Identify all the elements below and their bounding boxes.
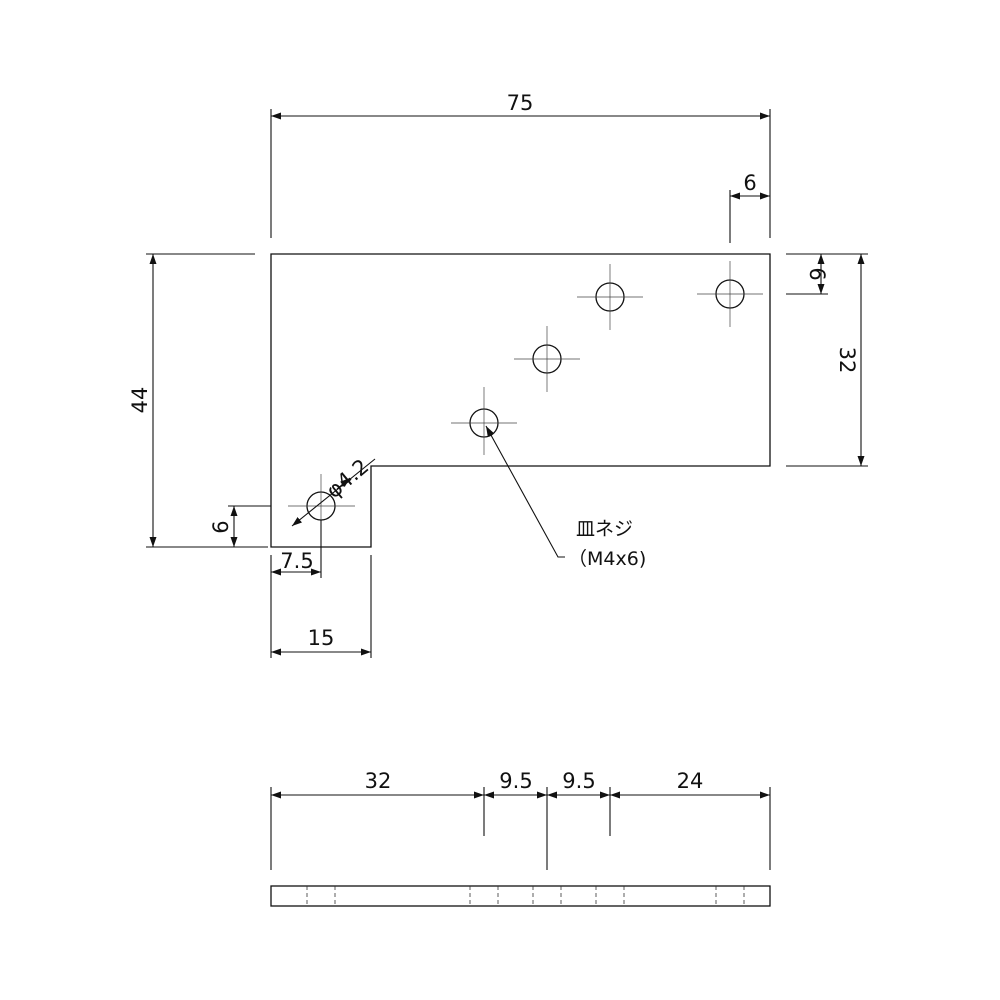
dim-pattern-height: 32 (835, 347, 859, 374)
dim-corner-offset-y: 6 (209, 520, 233, 533)
dim-right-offset-y: 6 (805, 267, 829, 280)
plan-dimensions (146, 109, 868, 658)
dim-side-seg1: 32 (365, 769, 392, 793)
dim-overall-width: 75 (507, 91, 534, 115)
centerlines (288, 261, 763, 538)
hidden-lines (306, 886, 745, 906)
dim-notch-width: 15 (308, 626, 335, 650)
callout-screw-type: 皿ネジ (576, 518, 633, 540)
plate-outline (270, 253, 771, 548)
side-view (270, 885, 771, 907)
dim-side-seg3: 9.5 (562, 769, 595, 793)
dim-overall-height: 44 (128, 387, 152, 414)
dim-side-seg4: 24 (677, 769, 704, 793)
side-dim-texts: 32 9.5 9.5 24 (365, 769, 704, 793)
side-dimensions (270, 787, 771, 870)
callout-leader (485, 425, 565, 558)
dim-side-seg2: 9.5 (499, 769, 532, 793)
callout-screw-size: （M4x6) (568, 548, 646, 570)
plate-side-outline (270, 885, 771, 907)
dim-corner-offset-x: 7.5 (280, 549, 313, 573)
plan-dim-texts: 75 6 6 32 44 6 7.5 15 φ4.2 皿ネジ （M4x6) (128, 91, 859, 650)
dim-right-offset-x: 6 (743, 171, 756, 195)
plan-view (270, 253, 771, 548)
dim-line-hole-diameter (291, 458, 376, 527)
